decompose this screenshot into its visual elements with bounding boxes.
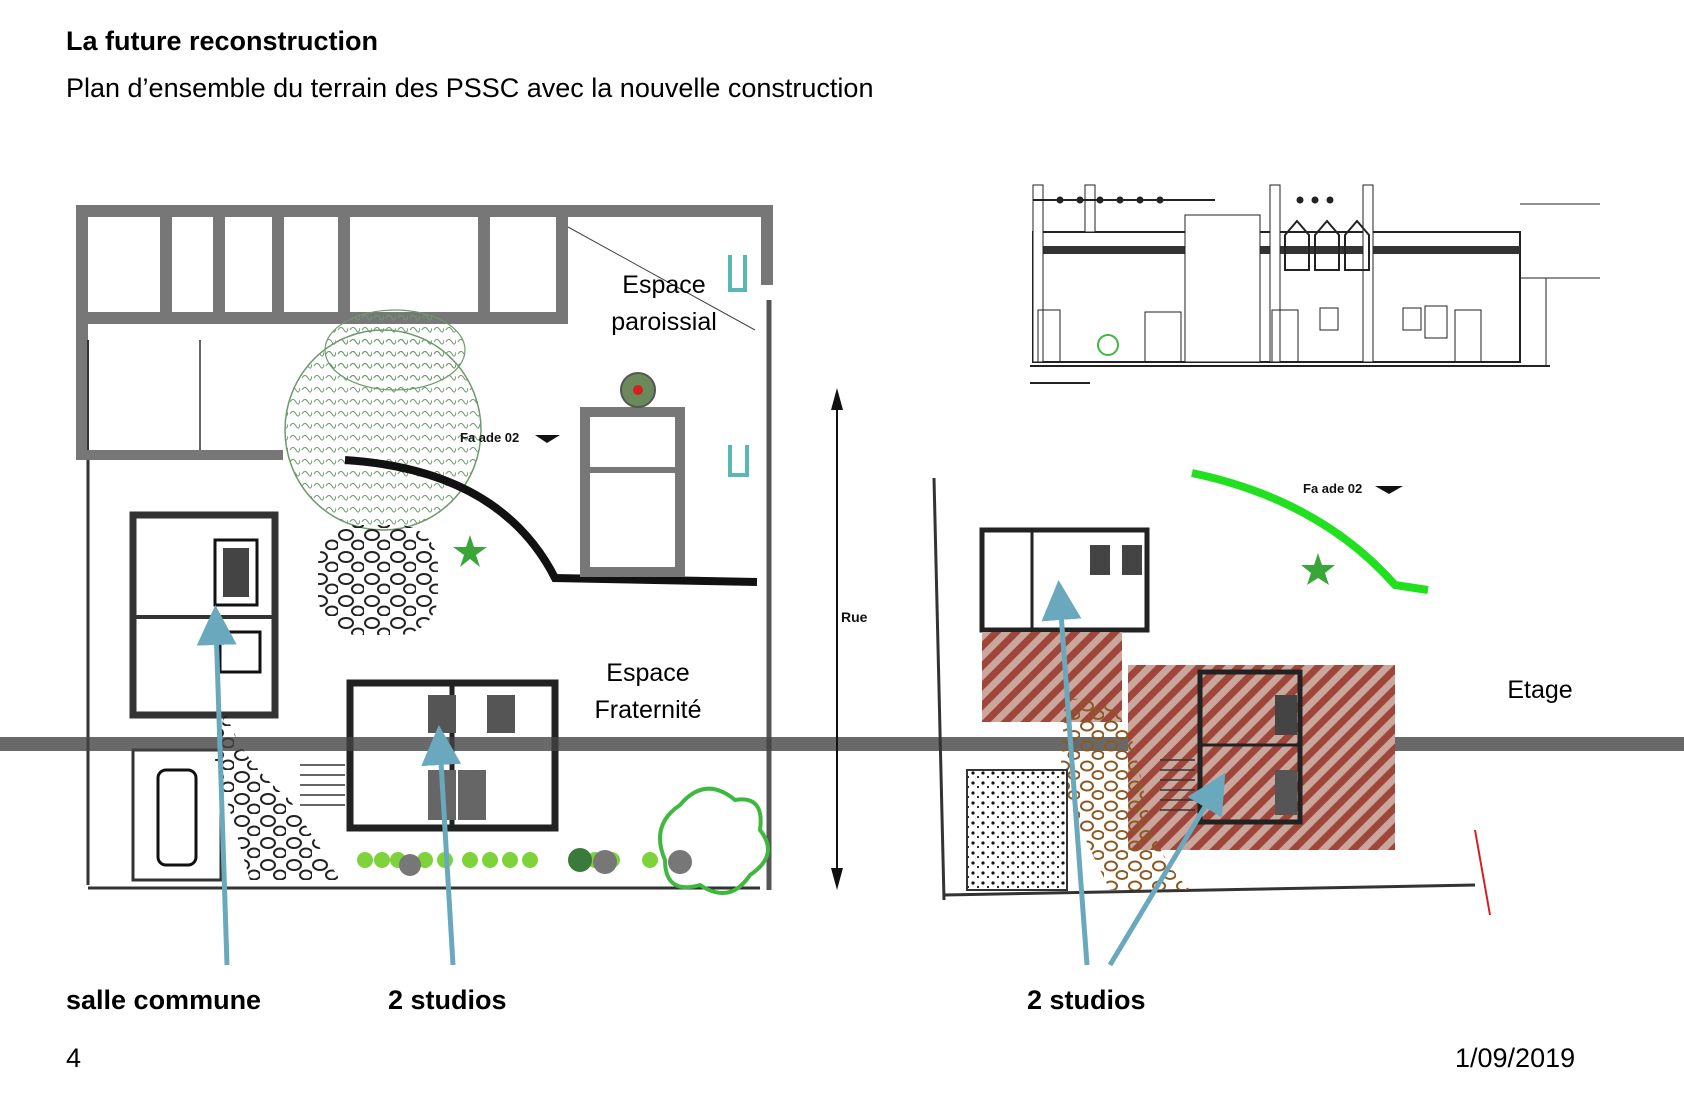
page-number: 4 <box>66 1043 82 1073</box>
salle-commune-label: salle commune <box>66 985 262 1015</box>
rue-double-arrow <box>831 388 843 890</box>
arrow-studios-left <box>421 725 462 966</box>
facade-elevation <box>1030 184 1600 384</box>
etage-label: Etage <box>1507 676 1573 704</box>
rue-label: Rue <box>841 609 868 625</box>
espace-paroissial-label: Espace paroissial <box>611 271 717 336</box>
facade-left-label: Fa ade 02 <box>460 430 519 445</box>
etage-plan <box>932 469 1491 916</box>
espace-fraternite-label: Espace Fraternité <box>594 659 702 724</box>
arrow-studios-right-1 <box>1041 580 1090 966</box>
left-site-plan <box>0 205 1684 895</box>
arrow-studios-right-2 <box>1107 772 1226 967</box>
studios-left-label: 2 studios <box>388 985 507 1015</box>
slide-subtitle: Plan d’ensemble du terrain des PSSC avec… <box>66 73 874 103</box>
facade-right-label: Fa ade 02 <box>1303 481 1362 496</box>
slide-title: La future reconstruction <box>66 26 379 56</box>
slide-date: 1/09/2019 <box>1455 1043 1576 1073</box>
arrow-salle-commune <box>196 605 237 966</box>
studios-right-label: 2 studios <box>1027 985 1146 1015</box>
callout-arrows <box>196 580 1226 967</box>
